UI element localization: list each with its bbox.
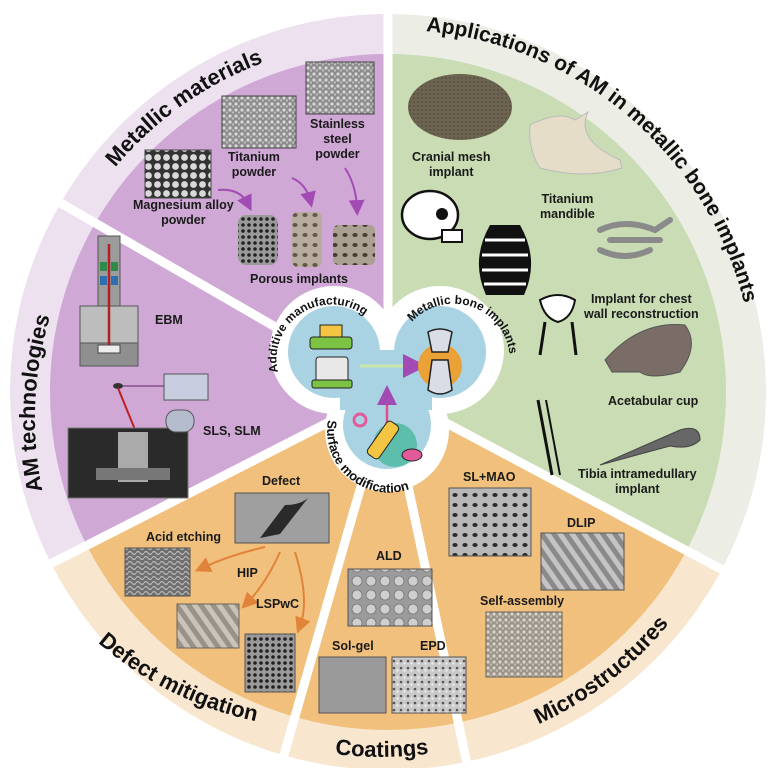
label-ald: ALD: [376, 549, 402, 563]
defect-pore: [260, 498, 308, 538]
bone-implant-icon: [418, 328, 462, 395]
porous-implant-2: [292, 212, 322, 267]
sl-mao-micrograph: [448, 487, 532, 557]
label-tibia: Tibia intramedullary implant: [578, 467, 697, 497]
porous-implant-3: [333, 225, 375, 265]
titanium-powder-micrograph: [221, 95, 297, 149]
label-stainless-steel: Stainless steel powder: [310, 117, 365, 162]
label-epd: EPD: [420, 639, 446, 653]
arrow-to-lspwc: [294, 551, 311, 634]
arrow-to-acid-etching: [194, 546, 266, 572]
sls-slm-machine-illustration: [67, 373, 209, 499]
ebm-machine-illustration: [79, 235, 139, 367]
label-acid-etching: Acid etching: [146, 530, 222, 544]
label-magnesium-line2: powder: [161, 213, 206, 227]
label-lspwc: LSPwC: [256, 597, 300, 611]
label-magnesium: Magnesium alloy powder: [133, 198, 234, 228]
label-ebm: EBM: [155, 313, 183, 327]
label-cranial-line1: Cranial mesh: [412, 150, 491, 164]
label-dlip: DLIP: [567, 516, 596, 530]
hip-micrograph: [176, 603, 240, 649]
label-magnesium-line1: Magnesium alloy: [133, 198, 234, 212]
arrow-steel-to-implant: [344, 167, 365, 216]
label-steel-line2: steel: [323, 132, 352, 146]
arrow-mg-to-implant: [217, 188, 252, 212]
lspwc-micrograph: [244, 633, 296, 693]
label-titanium-line2: powder: [231, 165, 277, 179]
epd-micrograph: [391, 656, 467, 714]
label-hip: HIP: [237, 566, 258, 580]
label-titanium-line1: Titanium: [228, 150, 280, 164]
sector-fill-microstructures: [388, 392, 687, 723]
sector-fill-coatings: [294, 392, 459, 731]
acetabular-cup-image: [604, 323, 692, 377]
label-titanium-mandible: Titanium mandible: [540, 192, 595, 222]
label-titanium-powder: Titanium powder: [228, 150, 280, 180]
label-chest-line2: wall reconstruction: [584, 307, 699, 321]
pelvis-legs-icon: [536, 294, 578, 476]
label-mandible-line2: mandible: [540, 207, 595, 221]
label-chest-wall: Implant for chest wall reconstruction: [584, 292, 699, 322]
surface-tool-icon: [352, 412, 423, 467]
label-acetabular-cup: Acetabular cup: [608, 394, 699, 408]
label-cranial-line2: implant: [429, 165, 474, 179]
steel-powder-micrograph: [305, 61, 375, 115]
label-sol-gel: Sol-gel: [332, 639, 374, 653]
tibia-nail-image: [599, 427, 701, 466]
label-sl-mao: SL+MAO: [463, 470, 516, 484]
arrow-ti-to-implant: [291, 177, 316, 208]
label-porous-implants: Porous implants: [250, 272, 348, 286]
label-tibia-line1: Tibia intramedullary: [578, 467, 697, 481]
ribcage-icon: [478, 225, 532, 295]
label-self-assembly: Self-assembly: [480, 594, 565, 608]
label-mandible-line1: Titanium: [541, 192, 594, 206]
porous-implant-1: [238, 215, 278, 265]
label-tibia-line2: implant: [615, 482, 660, 496]
chest-wall-implant-image: [597, 217, 673, 259]
arrow-to-hip: [241, 551, 281, 609]
title-coatings: Coatings: [334, 734, 429, 762]
label-defect: Defect: [262, 474, 301, 488]
label-sls-slm: SLS, SLM: [203, 424, 261, 438]
dlip-micrograph: [540, 532, 625, 591]
skull-icon: [400, 189, 463, 243]
acid-etching-micrograph: [124, 547, 191, 597]
label-chest-line1: Implant for chest: [590, 292, 692, 306]
label-steel-line1: Stainless: [310, 117, 365, 131]
cranial-mesh-image: [408, 74, 512, 140]
label-cranial-mesh: Cranial mesh implant: [412, 150, 491, 180]
self-assembly-micrograph: [485, 611, 563, 678]
printer-icon: [309, 324, 353, 389]
titanium-mandible-image: [529, 110, 623, 175]
magnesium-powder-micrograph: [144, 149, 212, 199]
label-steel-line3: powder: [315, 147, 360, 161]
ald-micrograph: [347, 568, 433, 627]
sol-gel-micrograph: [318, 656, 387, 714]
